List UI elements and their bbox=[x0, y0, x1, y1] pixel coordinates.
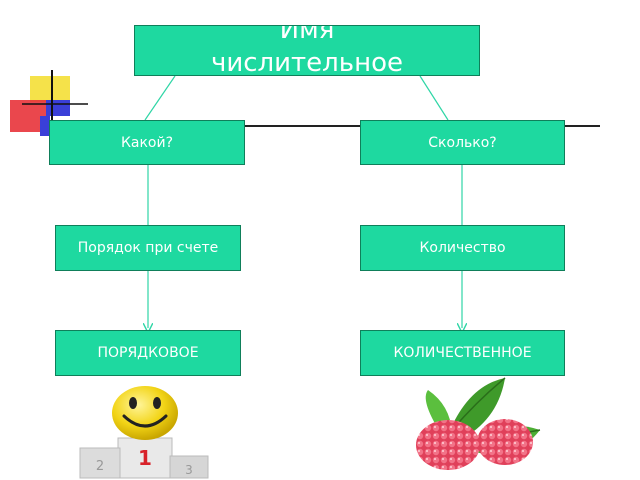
connector-title-left bbox=[144, 75, 176, 121]
raspberry-icon bbox=[416, 419, 533, 470]
podium-place-1: 1 bbox=[138, 446, 152, 470]
question-box-kakoi: Какой? bbox=[49, 120, 245, 165]
title-box: Имя числительное bbox=[134, 25, 480, 76]
title-line-2: числительное bbox=[210, 48, 404, 76]
podium-place-3: 3 bbox=[185, 463, 193, 477]
connector-title-right bbox=[419, 75, 449, 121]
category-label-cardinal: КОЛИЧЕСТВЕННОЕ bbox=[393, 345, 532, 361]
question-label-kakoi: Какой? bbox=[120, 134, 174, 151]
podium: 2 1 3 bbox=[79, 437, 209, 479]
category-label-ordinal: ПОРЯДКОВОЕ bbox=[97, 345, 199, 361]
meaning-label-order: Порядок при счете bbox=[77, 240, 219, 256]
meaning-box-order: Порядок при счете bbox=[55, 225, 241, 271]
title-text: Имя числительное bbox=[210, 25, 404, 76]
meaning-label-quantity: Количество bbox=[419, 240, 506, 256]
smiley-face-icon bbox=[112, 386, 178, 440]
podium-place-2: 2 bbox=[96, 459, 104, 474]
question-label-skolko: Сколько? bbox=[428, 134, 497, 151]
title-line-1: Имя bbox=[279, 25, 335, 45]
question-box-skolko: Сколько? bbox=[360, 120, 565, 165]
category-box-cardinal: КОЛИЧЕСТВЕННОЕ bbox=[360, 330, 565, 376]
category-box-ordinal: ПОРЯДКОВОЕ bbox=[55, 330, 241, 376]
meaning-box-quantity: Количество bbox=[360, 225, 565, 271]
